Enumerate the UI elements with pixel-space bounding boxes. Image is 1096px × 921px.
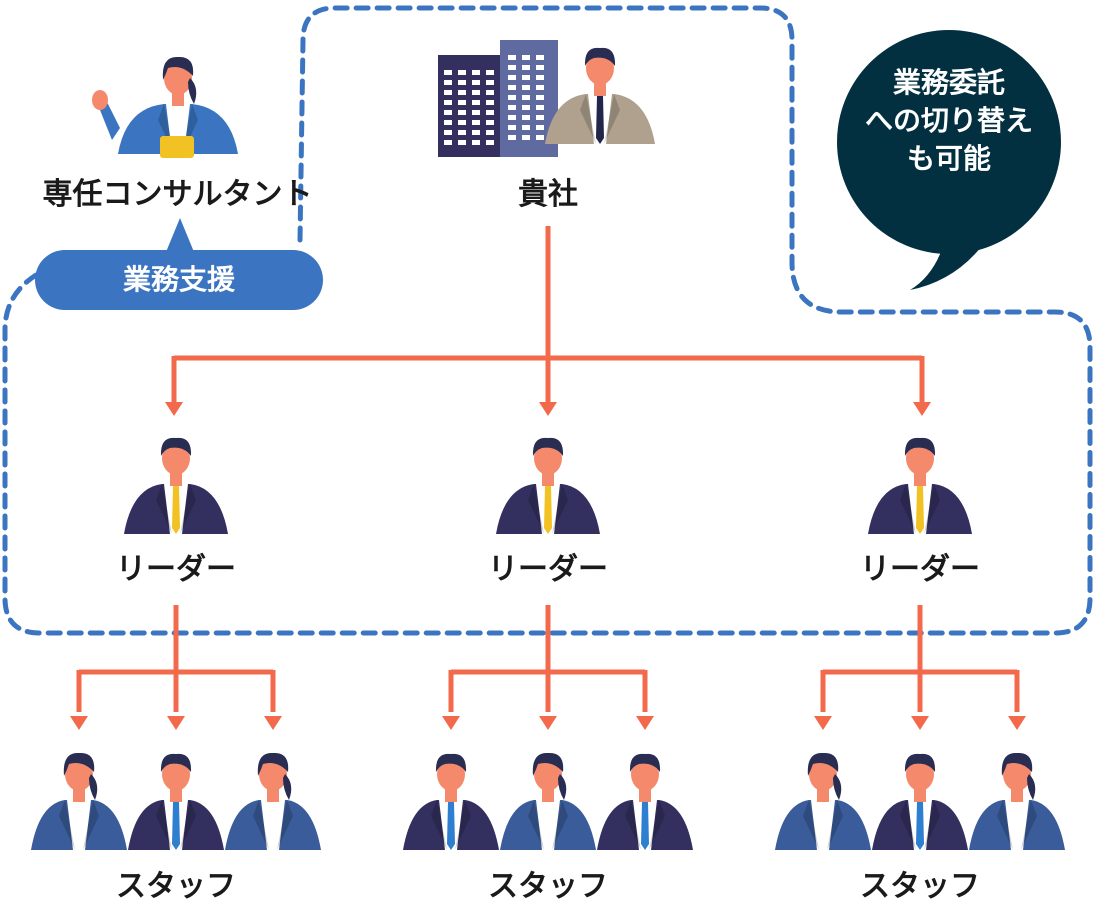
arrow-head xyxy=(442,716,460,730)
bubble-text: 業務委託 への切り替え も可能 xyxy=(839,64,1059,177)
arrow-head xyxy=(165,402,183,416)
leader-person-icon xyxy=(496,437,600,534)
consultant-label: 専任コンサルタント xyxy=(42,177,313,212)
service-scope-border xyxy=(2,5,1093,636)
leader-label: リーダー xyxy=(860,552,980,587)
staff-female-icon xyxy=(31,752,127,850)
arrow-head xyxy=(814,716,832,730)
arrow-head xyxy=(636,716,654,730)
office-buildings-icon xyxy=(438,40,558,157)
speech-bubble xyxy=(837,30,1061,290)
arrow-head xyxy=(264,716,282,730)
arrow-head xyxy=(911,716,929,730)
client-person-icon xyxy=(545,47,655,144)
leader-person-icon xyxy=(868,437,972,534)
staff-label: スタッフ xyxy=(488,869,608,904)
arrow-head xyxy=(1008,716,1026,730)
arrow-head xyxy=(539,402,557,416)
staff-female-icon xyxy=(500,752,596,850)
support-pill xyxy=(35,218,323,310)
connector-arrows xyxy=(70,226,1026,730)
leader-label: リーダー xyxy=(116,552,236,587)
staff-female-icon xyxy=(969,752,1065,850)
client-label: 貴社 xyxy=(518,177,578,212)
consultant-person-icon xyxy=(92,56,238,158)
staff-label: スタッフ xyxy=(860,869,980,904)
staff-label: スタッフ xyxy=(116,869,236,904)
staff-male-icon xyxy=(128,753,224,850)
leader-person-icon xyxy=(124,437,228,534)
arrow-head xyxy=(70,716,88,730)
leader-label: リーダー xyxy=(488,552,608,587)
bubble-line: 業務委託 xyxy=(892,66,1005,99)
bubble-line: への切り替え xyxy=(864,103,1033,137)
support-label: 業務支援 xyxy=(122,263,235,296)
staff-male-icon xyxy=(597,753,693,850)
staff-male-icon xyxy=(872,753,968,850)
arrow-head xyxy=(539,716,557,730)
staff-male-icon xyxy=(403,753,499,850)
arrow-head xyxy=(167,716,185,730)
bubble-line: も可能 xyxy=(906,141,991,175)
staff-female-icon xyxy=(775,752,871,850)
staff-female-icon xyxy=(225,752,321,850)
arrow-head xyxy=(913,402,931,416)
